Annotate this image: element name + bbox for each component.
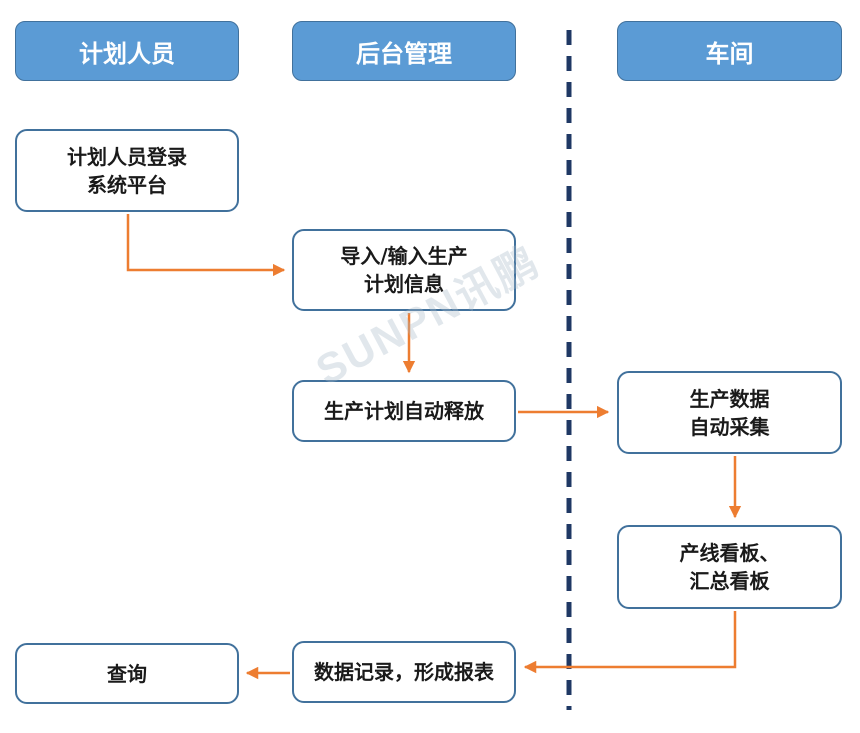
header-planner: 计划人员 [15, 21, 239, 81]
arrow-login-to-import [126, 214, 286, 277]
step-auto-release: 生产计划自动释放 [292, 380, 516, 442]
lane-divider [566, 30, 572, 710]
step-kanban: 产线看板、 汇总看板 [617, 525, 842, 609]
step-auto-collect: 生产数据 自动采集 [617, 371, 842, 454]
step-login: 计划人员登录 系统平台 [15, 129, 239, 212]
step-import-plan: 导入/输入生产 计划信息 [292, 229, 516, 311]
step-query: 查询 [15, 643, 239, 704]
header-backend: 后台管理 [292, 21, 516, 81]
step-record-report: 数据记录，形成报表 [292, 641, 516, 703]
header-workshop: 车间 [617, 21, 842, 81]
arrow-kanban-to-record [523, 611, 737, 674]
